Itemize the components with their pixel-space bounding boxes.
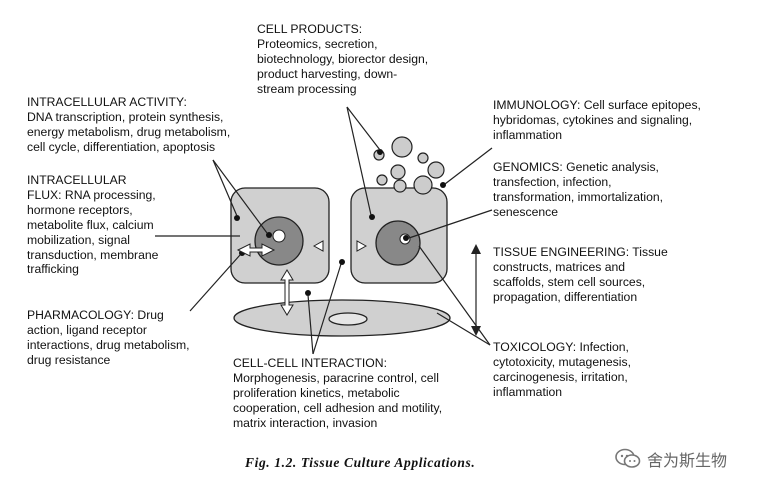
cell-cell-interaction-label: CELL-CELL INTERACTION: Morphogenesis, pa… (233, 356, 443, 430)
right-nucleus (375, 220, 421, 266)
genomics-label: GENOMICS: Genetic analysis, transfection… (493, 160, 664, 219)
intracellular-flux-label: INTRACELLULAR FLUX: RNA processing, horm… (27, 173, 159, 277)
intracellular-activity-label: INTRACELLULAR ACTIVITY: DNA transcriptio… (27, 95, 231, 154)
substrate-inner (328, 312, 368, 326)
watermark: 舍为斯生物 (615, 447, 727, 471)
toxicology-label: TOXICOLOGY: Infection, cytotoxicity, mut… (493, 340, 631, 399)
tissue-engineering-label: TISSUE ENGINEERING: Tissue constructs, m… (493, 245, 668, 304)
figure-caption: Fig. 1.2. Tissue Culture Applications. (245, 455, 476, 470)
left-nucleolus (272, 229, 286, 243)
flux-arrows (236, 240, 368, 316)
cell-products-label: CELL PRODUCTS: Proteomics, secretion, bi… (257, 22, 429, 96)
wechat-icon (615, 448, 641, 468)
watermark-text: 舍为斯生物 (647, 451, 728, 470)
leader-arrowheads (471, 244, 481, 336)
product-bubbles (373, 136, 445, 195)
immunology-label: IMMUNOLOGY: Cell surface epitopes, hybri… (493, 98, 701, 142)
pharmacology-label: PHARMACOLOGY: Drug action, ligand recept… (27, 308, 190, 367)
